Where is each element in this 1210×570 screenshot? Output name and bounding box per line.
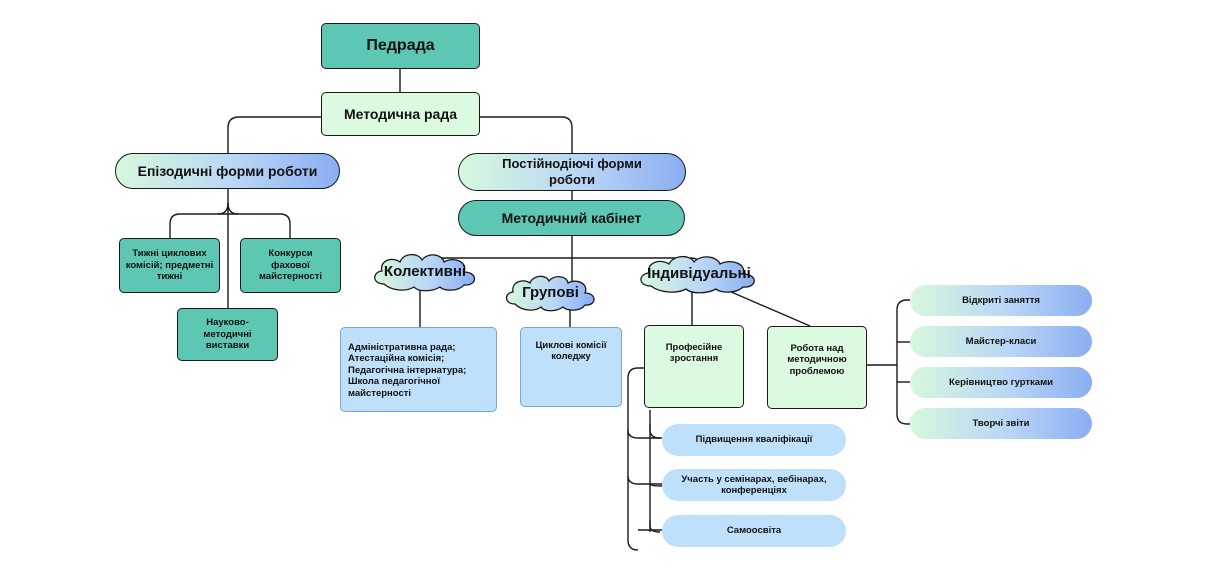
prof-zrostannia-label: Професійне зростання [665, 342, 723, 365]
admin-line: Педагогічна інтернатура; [348, 364, 467, 376]
permanent-forms-pill: Постійнодіючі форми роботи [458, 153, 686, 191]
maister-klasy-pill: Майстер-класи [910, 326, 1092, 357]
cloud-shape [374, 253, 476, 292]
kerivnytstvo-pill: Керівництво гуртками [910, 367, 1092, 398]
vystavky-box: Науково-методичні виставки [177, 308, 278, 361]
prof-zrostannia-box: Професійне зростання [644, 325, 744, 408]
robota-box: Робота над методичною проблемою [767, 326, 867, 409]
cloud-shape [505, 275, 595, 312]
tsyklovi-label: Циклові комісії коледжу [535, 340, 607, 363]
pedrada-label: Педрада [366, 37, 435, 55]
cloud-shape [640, 255, 755, 294]
tyzhni-label: Тижні циклових комісій; предметні тижні [125, 248, 214, 283]
metod-rada-box: Методична рада [321, 92, 480, 136]
permanent-forms-label: Постійнодіючі форми роботи [502, 156, 642, 187]
pidvyshchennia-label: Підвищення кваліфікації [695, 434, 813, 446]
metod-rada-label: Методична рада [343, 105, 458, 122]
tvorchi-zvity-pill: Творчі звіти [910, 408, 1092, 439]
kerivnytstvo-label: Керівництво гуртками [949, 376, 1053, 388]
episodic-forms-label: Епізодичні форми роботи [137, 162, 318, 179]
konkursy-box: Конкурси фахової майстерності [240, 238, 341, 293]
maister-klasy-label: Майстер-класи [965, 335, 1037, 347]
kolektyvni-label: Колективні [383, 262, 467, 280]
tyzhni-box: Тижні циклових комісій; предметні тижні [119, 238, 220, 293]
seminary-pill: Участь у семінарах, вебінарах, конференц… [662, 469, 846, 501]
pidvyshchennia-pill: Підвищення кваліфікації [662, 424, 846, 456]
admin-line: Школа педагогічної майстерності [348, 376, 440, 399]
metod-kabinet-label: Методичний кабінет [501, 209, 642, 226]
kolektyvni-cloud: Колективні [370, 250, 480, 292]
admin-line: Атестаційна комісія; [348, 353, 445, 365]
vidkryti-zaniattia-pill: Відкриті заняття [910, 285, 1092, 316]
konkursy-label: Конкурси фахової майстерності [258, 248, 323, 283]
metod-kabinet-pill: Методичний кабінет [458, 200, 685, 236]
robota-label: Робота над методичною проблемою [787, 343, 847, 377]
samoosvita-pill: Самоосвіта [662, 515, 846, 547]
vidkryti-zaniattia-label: Відкриті заняття [962, 294, 1040, 306]
tsyklovi-box: Циклові комісії коледжу [520, 327, 622, 407]
vystavky-label: Науково-методичні виставки [203, 317, 252, 352]
samoosvita-label: Самоосвіта [726, 525, 782, 537]
admin-line: Адміністративна рада; [348, 342, 456, 353]
tvorchi-zvity-label: Творчі звіти [972, 417, 1030, 429]
seminary-label: Участь у семінарах, вебінарах, конференц… [681, 473, 827, 496]
episodic-forms-pill: Епізодичні форми роботи [115, 153, 340, 189]
hrupovi-label: Групові [522, 283, 579, 301]
pedrada-box: Педрада [321, 23, 480, 69]
admin-box: Адміністративна рада; Атестаційна комісі… [340, 327, 497, 412]
indyvidualni-label: Індивідуальні [647, 264, 751, 282]
hrupovi-cloud: Групові [503, 272, 598, 312]
indyvidualni-cloud: Індивідуальні [636, 252, 762, 294]
